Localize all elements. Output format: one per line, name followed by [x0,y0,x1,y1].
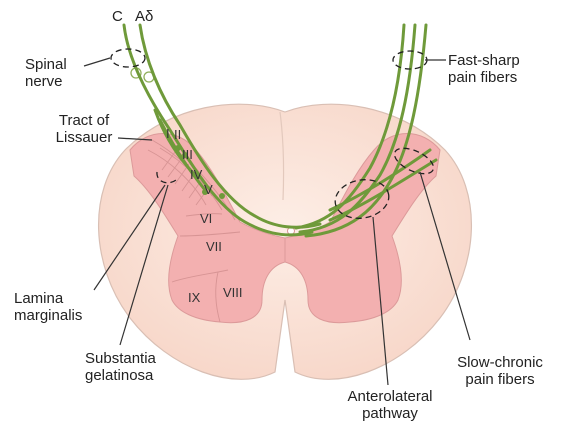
label-tract-of-lissauer: Tract of Lissauer [50,112,118,146]
spinal-nerve-ellipse [111,49,145,67]
lamina-i: I [166,127,170,140]
label-c-fiber: C [112,8,123,25]
label-slow-chronic-pain-fibers: Slow-chronic pain fibers [448,354,552,388]
label-substantia-gelatinosa: Substantia gelatinosa [85,350,156,384]
lamina-viii: VIII [223,286,243,299]
label-a-delta-fiber: Aδ [135,8,153,25]
label-fast-sharp-pain-fibers: Fast-sharp pain fibers [448,52,520,86]
lamina-vi: VI [200,212,212,225]
lamina-ii: II [174,128,181,141]
label-lamina-marginalis: Lamina marginalis [14,290,82,324]
lamina-ix: IX [188,291,200,304]
label-spinal-nerve: Spinal nerve [25,56,67,90]
lamina-vii: VII [206,240,222,253]
lamina-iii: III [182,148,193,161]
lamina-iv: IV [190,168,202,181]
label-anterolateral-pathway: Anterolateral pathway [340,388,440,422]
lamina-v: V [204,183,213,196]
